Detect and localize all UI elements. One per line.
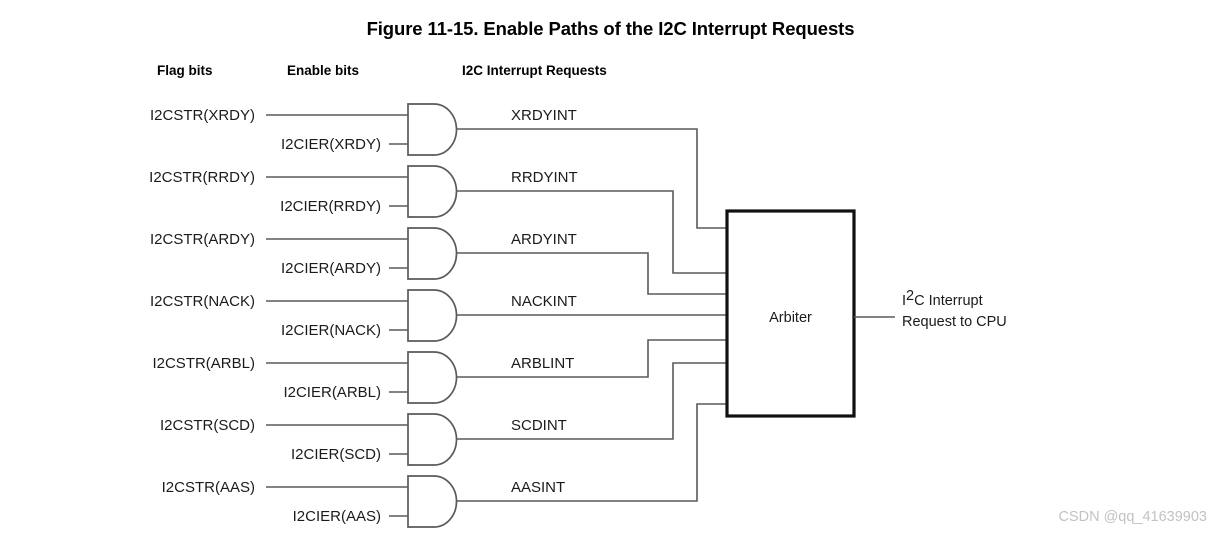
csdn-watermark: CSDN @qq_41639903 (1058, 509, 1207, 525)
enable-label-rrdy: I2CIER(RRDY) (280, 198, 381, 215)
and-gate-nack (407, 289, 458, 342)
signal-row-scd: I2CSTR(SCD) I2CIER(SCD) SCDINT (160, 362, 727, 466)
signal-row-rrdy: I2CSTR(RRDY) I2CIER(RRDY) RRDYINT (149, 165, 727, 274)
cpu-request-label-line1: I2C Interrupt (902, 288, 983, 309)
flag-label-aas: I2CSTR(AAS) (162, 479, 255, 496)
output-wire-arblint (457, 339, 727, 378)
and-gate-ardy (407, 227, 458, 280)
output-label-rrdyint: RRDYINT (511, 169, 578, 186)
output-wire-ardyint (457, 252, 727, 295)
flag-label-nack: I2CSTR(NACK) (150, 293, 255, 310)
enable-label-scd: I2CIER(SCD) (291, 446, 381, 463)
signal-row-aas: I2CSTR(AAS) I2CIER(AAS) AASINT (162, 403, 727, 528)
signal-row-arbl: I2CSTR(ARBL) I2CIER(ARBL) ARBLINT (152, 339, 727, 404)
signal-row-nack: I2CSTR(NACK) I2CIER(NACK) NACKINT (150, 289, 727, 342)
enable-label-aas: I2CIER(AAS) (293, 508, 381, 525)
cpu-label-i: I (902, 293, 906, 309)
flag-label-arbl: I2CSTR(ARBL) (152, 355, 255, 372)
and-gate-arbl (407, 351, 458, 404)
figure-title: Figure 11-15. Enable Paths of the I2C In… (366, 18, 855, 39)
and-gate-xrdy (407, 103, 458, 156)
cpu-request-label-line2: Request to CPU (902, 314, 1007, 330)
cpu-label-rest: C Interrupt (914, 293, 983, 309)
output-label-ardyint: ARDYINT (511, 231, 577, 248)
enable-label-xrdy: I2CIER(XRDY) (281, 136, 381, 153)
output-wire-rrdyint (457, 190, 727, 274)
cpu-label-superscript: 2 (906, 288, 914, 304)
output-wire-aasint (457, 403, 727, 502)
and-gate-scd (407, 413, 458, 466)
output-wire-scdint (457, 362, 727, 440)
column-header-flag-bits: Flag bits (157, 63, 213, 78)
enable-label-nack: I2CIER(NACK) (281, 322, 381, 339)
arbiter-box (725, 209, 856, 418)
arbiter-label: Arbiter (769, 310, 812, 326)
flag-label-xrdy: I2CSTR(XRDY) (150, 107, 255, 124)
output-label-scdint: SCDINT (511, 417, 567, 434)
flag-label-ardy: I2CSTR(ARDY) (150, 231, 255, 248)
output-wire-xrdyint (457, 128, 727, 229)
flag-label-scd: I2CSTR(SCD) (160, 417, 255, 434)
enable-label-arbl: I2CIER(ARBL) (283, 384, 381, 401)
and-gate-aas (407, 475, 458, 528)
enable-label-ardy: I2CIER(ARDY) (281, 260, 381, 277)
output-label-xrdyint: XRDYINT (511, 107, 577, 124)
output-label-aasint: AASINT (511, 479, 565, 496)
output-label-arblint: ARBLINT (511, 355, 574, 372)
and-gate-rrdy (407, 165, 458, 218)
signal-row-ardy: I2CSTR(ARDY) I2CIER(ARDY) ARDYINT (150, 227, 727, 295)
output-label-nackint: NACKINT (511, 293, 577, 310)
signal-row-xrdy: I2CSTR(XRDY) I2CIER(XRDY) XRDYINT (150, 103, 727, 229)
column-header-enable-bits: Enable bits (287, 63, 359, 78)
flag-label-rrdy: I2CSTR(RRDY) (149, 169, 255, 186)
column-header-interrupt-requests: I2C Interrupt Requests (462, 63, 607, 78)
